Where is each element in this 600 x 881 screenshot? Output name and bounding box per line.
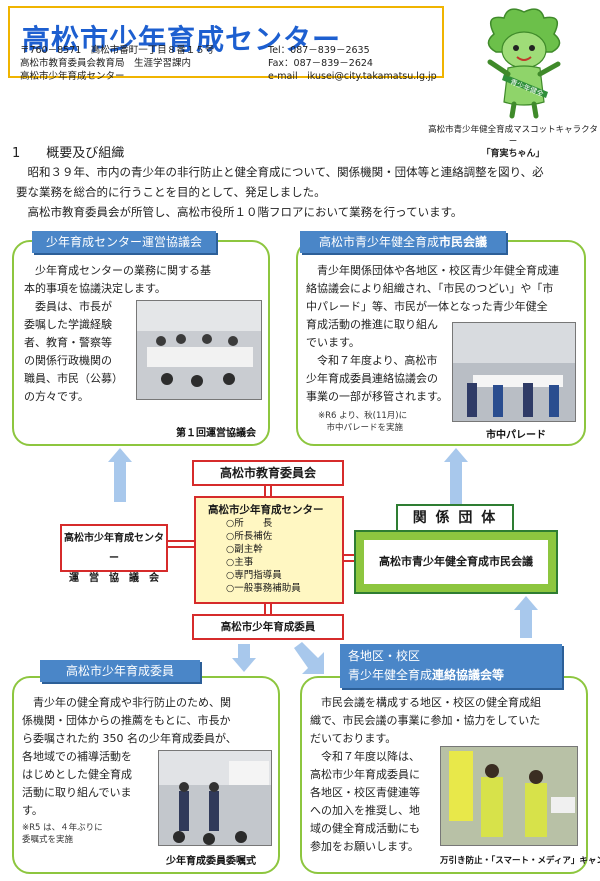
campaign-photo	[440, 746, 578, 846]
citizens-conference-org-frame: 高松市青少年健全育成市民会議	[354, 530, 558, 594]
address-block: 〒760－8571 高松市番町一丁目８番１５号 高松市教育委員会教育局 生涯学習…	[20, 44, 214, 83]
operations-council-tab: 少年育成センター運営協議会	[32, 231, 216, 253]
connector-line	[168, 540, 194, 542]
arrow-up-left	[114, 460, 126, 502]
address-line: 高松市少年育成センター	[20, 71, 125, 82]
youth-committee-tab: 高松市少年育成委員	[40, 660, 200, 682]
arrow-up-bottom-right-head	[514, 596, 538, 610]
youth-committee-org-box: 高松市少年育成委員	[192, 614, 344, 640]
connector-line	[344, 554, 356, 556]
section-heading: 1 概要及び組織	[12, 146, 125, 161]
meeting-photo-caption: 第１回運営協議会	[176, 428, 256, 439]
operations-council-org-box: 高松市少年育成センター 運 営 協 議 会	[60, 524, 168, 584]
ceremony-photo-caption: 少年育成委員委嘱式	[166, 856, 256, 867]
contact-email[interactable]: e-mail ikusei@city.takamatsu.lg.jp	[268, 71, 437, 82]
connector-line	[270, 484, 272, 496]
campaign-photo-caption: 万引き防止・「スマート・メディア」キャンペーン	[440, 856, 600, 866]
parade-photo	[452, 322, 576, 422]
arrow-down-left	[238, 644, 250, 660]
citizens-conference-tab: 高松市青少年健全育成市民会議	[300, 231, 506, 253]
arrow-up-bottom-right	[520, 608, 532, 638]
connector-line	[168, 546, 194, 548]
board-of-education-box: 高松市教育委員会	[192, 460, 344, 486]
mascot-caption: 高松市青少年健全育成マスコットキャラクター 「育実ちゃん」	[428, 125, 598, 159]
arrow-up-left-head	[108, 448, 132, 462]
contact-tel: Tel：087－839－2635	[268, 45, 370, 56]
parade-photo-caption: 市中パレード	[486, 430, 546, 441]
arrow-down-left-head	[232, 658, 256, 672]
citizens-conference-org-box: 高松市青少年健全育成市民会議	[364, 540, 548, 584]
address-line: 〒760－8571 高松市番町一丁目８番１５号	[20, 45, 215, 56]
district-council-tab: 各地区・校区 青少年健全育成連絡協議会等	[340, 644, 562, 688]
youth-committee-text: 青少年の健全育成や非行防止のため、関 係機関・団体からの推薦をもとに、市長か ら…	[22, 696, 237, 817]
ceremony-photo	[158, 750, 272, 846]
connector-line	[270, 604, 272, 614]
district-council-text: 市民会議を構成する地区・校区の健全育成組 織で、市民会議の事業に参加・協力をして…	[310, 696, 541, 853]
arrow-up-right-head	[444, 448, 468, 462]
parade-note: ※R6 より、秋(11月)に 市中パレードを実施	[318, 411, 408, 433]
connector-line	[344, 560, 356, 562]
arrow-up-right	[450, 460, 462, 516]
meeting-photo	[136, 300, 262, 400]
address-line: 高松市教育委員会教育局 生涯学習課内	[20, 58, 192, 69]
arrow-diagonal	[294, 642, 324, 674]
connector-line	[264, 604, 266, 614]
connector-line	[264, 484, 266, 496]
related-organizations-label: 関 係 団 体	[396, 504, 514, 532]
operations-council-text: 少年育成センターの業務に関する基 本的事項を協議決定します。 委員は、市長が 委…	[24, 264, 211, 403]
citizens-conference-text: 青少年関係団体や各地区・校区青少年健全育成連 絡協議会により組織され、「市民のつ…	[306, 264, 559, 403]
committee-note: ※R5 は、４年ぶりに 委嘱式を実施	[22, 823, 103, 845]
page-title: 高松市少年育成センター	[22, 23, 342, 56]
header-frame	[8, 6, 444, 78]
mascot-illustration: 青少年健全	[487, 8, 561, 119]
intro-paragraph: 昭和３９年、市内の青少年の非行防止と健全育成について、関係機関・団体等と連絡調整…	[16, 165, 544, 219]
contact-block: Tel：087－839－2635 Fax：087－839－2624 e-mail…	[268, 44, 437, 83]
contact-fax: Fax：087－839－2624	[268, 58, 373, 69]
center-box: 高松市少年育成センター ○所 長 ○所長補佐 ○副主幹 ○主事 ○専門指導員 ○…	[194, 496, 344, 604]
